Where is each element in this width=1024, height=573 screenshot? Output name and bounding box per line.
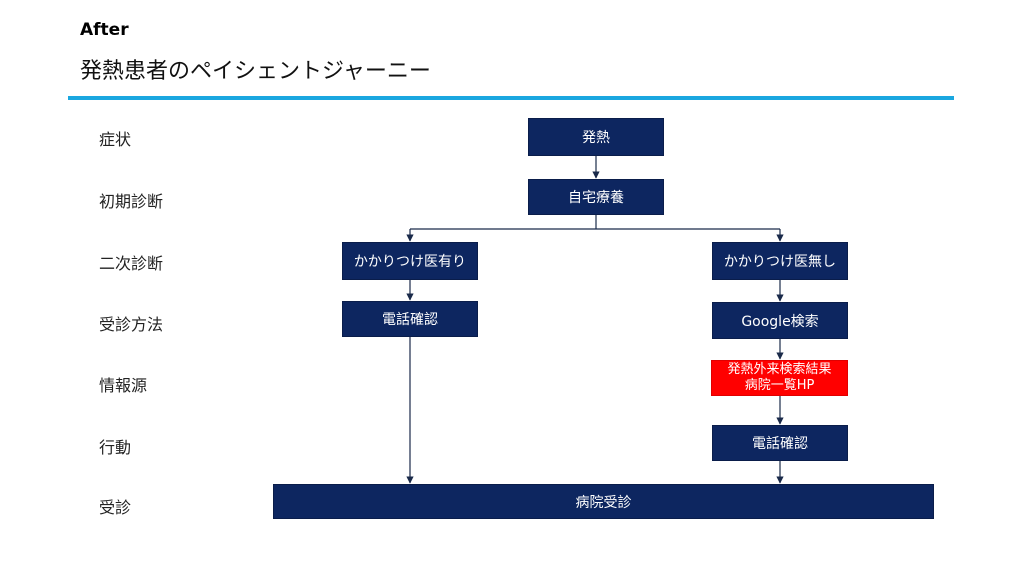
node-phone-confirm-right: 電話確認: [712, 425, 848, 461]
node-google-search: Google検索: [712, 302, 848, 339]
header-divider: [68, 96, 954, 100]
header-label: After: [80, 20, 129, 40]
node-hospital-visit: 病院受診: [273, 484, 934, 519]
node-with-family-doctor: かかりつけ医有り: [342, 242, 478, 280]
row-label-initial-diagnosis: 初期診断: [99, 192, 164, 211]
row-label-symptom: 症状: [99, 130, 132, 149]
node-fever: 発熱: [528, 118, 664, 156]
page-title: 発熱患者のペイシェントジャーニー: [80, 59, 431, 84]
row-label-info-source: 情報源: [99, 376, 148, 395]
row-label-secondary-diagnosis: 二次診断: [99, 254, 164, 273]
node-phone-confirm-left: 電話確認: [342, 301, 478, 337]
node-info-source-line1: 発熱外来検索結果: [727, 362, 832, 377]
row-label-visit: 受診: [99, 498, 132, 517]
node-info-source: 発熱外来検索結果 病院一覧HP: [711, 360, 848, 396]
node-without-family-doctor: かかりつけ医無し: [712, 242, 848, 280]
row-label-action: 行動: [99, 438, 132, 457]
row-label-visit-method: 受診方法: [99, 315, 164, 334]
node-info-source-line2: 病院一覧HP: [744, 378, 815, 393]
node-home-care: 自宅療養: [528, 179, 664, 215]
